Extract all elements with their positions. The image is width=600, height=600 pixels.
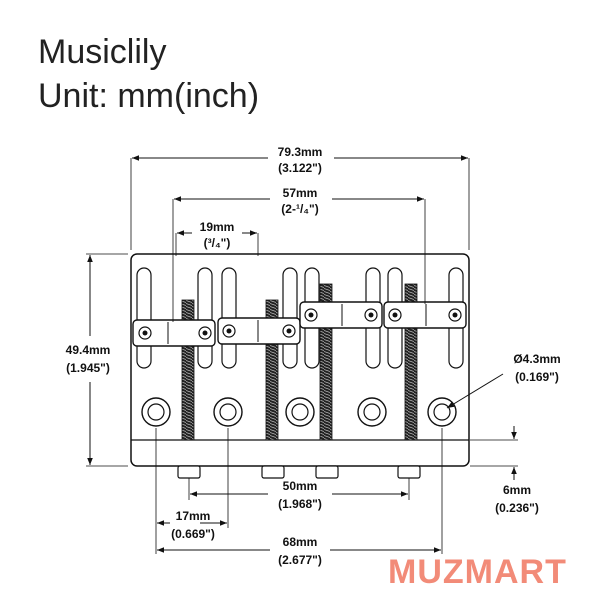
- height-mm: 49.4mm: [66, 343, 111, 357]
- header: Musiclily Unit: mm(inch): [38, 30, 259, 118]
- end-hole-spacing-mm: 68mm: [283, 535, 318, 549]
- base-thickness-inch: (0.236"): [495, 501, 539, 515]
- first-hole-offset-mm: 17mm: [176, 509, 211, 523]
- dim-saddle-spacing: 19mm (³/₄"): [175, 220, 259, 256]
- saddles: [132, 301, 467, 347]
- overall-width-inch: (3.122"): [278, 161, 322, 175]
- saddle-1: [132, 319, 216, 347]
- dim-end-hole-spacing: 68mm (2.677"): [157, 428, 443, 567]
- height-screw-feet: [177, 465, 421, 479]
- dim-hole-diameter: Ø4.3mm (0.169"): [446, 352, 561, 409]
- dim-first-hole-offset: 17mm (0.669"): [155, 428, 229, 554]
- saddle-3: [299, 301, 383, 329]
- brand-name: Musiclily: [38, 33, 167, 71]
- watermark-logo: MUZMART: [388, 553, 567, 591]
- height-inch: (1.945"): [66, 361, 110, 375]
- outer-hole-spacing-mm: 57mm: [283, 186, 318, 200]
- first-hole-offset-inch: (0.669"): [171, 527, 215, 541]
- base-thickness-mm: 6mm: [503, 483, 531, 497]
- overall-width-mm: 79.3mm: [278, 145, 323, 159]
- dim-base-thickness: 6mm (0.236"): [470, 426, 539, 515]
- unit-label: Unit: mm(inch): [38, 77, 260, 115]
- saddle-spacing-inch: (³/₄"): [204, 236, 231, 250]
- dim-outer-hole-spacing: 57mm (2-¹/₄"): [172, 186, 426, 322]
- dim-height: 49.4mm (1.945"): [66, 253, 128, 467]
- hole-diameter-mm: Ø4.3mm: [513, 352, 560, 366]
- foot-spacing-mm: 50mm: [283, 479, 318, 493]
- foot-spacing-inch: (1.968"): [278, 497, 322, 511]
- outer-hole-spacing-inch: (2-¹/₄"): [281, 202, 318, 216]
- dim-overall-width: 79.3mm (3.122"): [130, 145, 470, 250]
- dim-foot-spacing: 50mm (1.968"): [188, 478, 410, 511]
- end-hole-spacing-inch: (2.677"): [278, 553, 322, 567]
- saddle-4: [383, 301, 467, 329]
- hole-diameter-inch: (0.169"): [515, 370, 559, 384]
- saddle-2: [217, 317, 301, 345]
- saddle-spacing-mm: 19mm: [200, 220, 235, 234]
